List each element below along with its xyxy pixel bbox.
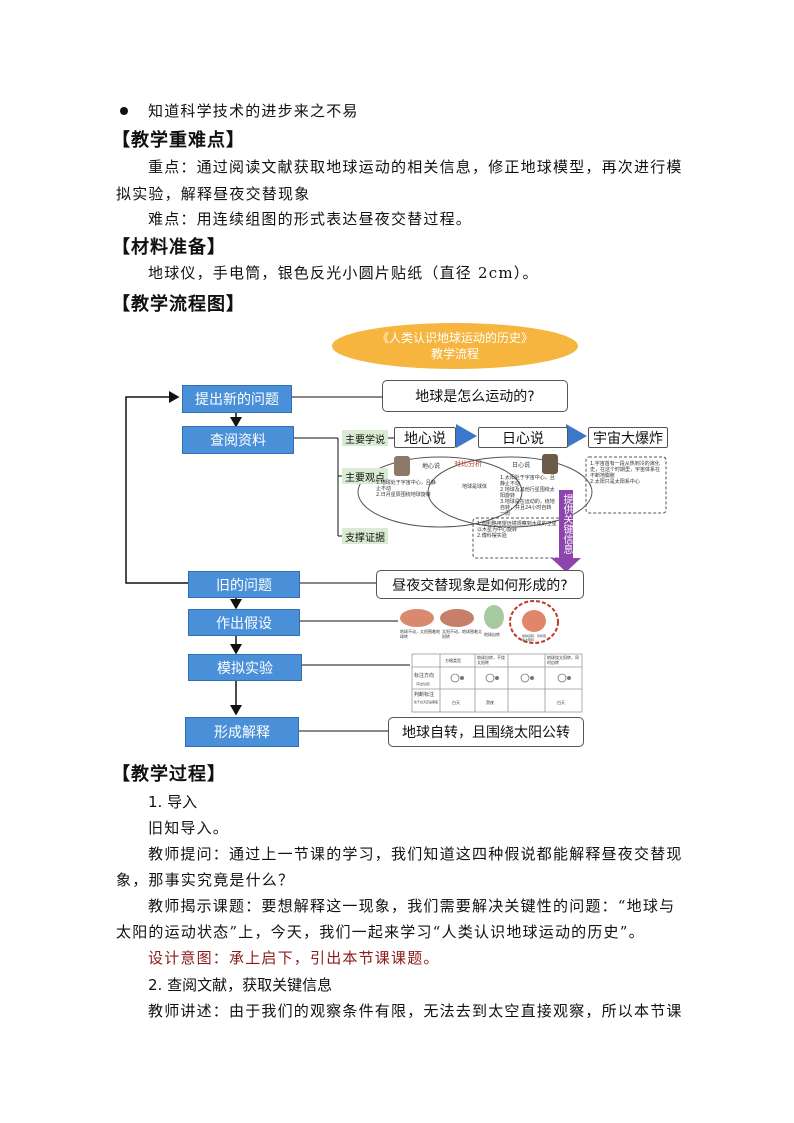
table-header-type: 方格类型 xyxy=(445,658,461,663)
venn-helio-points: 1.太阳处于宇宙中心，且静止不动 2.地球及其他行星围绕太阳旋转 3.地球是在运… xyxy=(500,475,555,517)
step-consult: 查阅资料 xyxy=(182,426,294,454)
objective-bullet-text: 知道科学技术的进步来之不易 xyxy=(148,102,359,120)
process-s1-r-line2: 太阳的运动状态”上，今天，我们一起来学习“人类认识地球运动的历史”。 xyxy=(116,923,645,941)
heliocentric-portrait xyxy=(542,454,558,474)
evidence-points: 1.伽利略用望远镜观察到木星的卫星以木星为中心旋转 2.傅科摆实验 xyxy=(477,521,557,539)
key-point-line1: 重点：通过阅读文献获取地球运动的相关信息，修正地球模型，再次进行模 xyxy=(148,158,683,176)
flowchart-title-oval: 《人类认识地球运动的历史》 教学流程 xyxy=(332,323,578,369)
process-s1-q-line2: 象，那事实究竟是什么？ xyxy=(116,871,295,889)
hypothesis-image-3 xyxy=(484,605,504,629)
venn-geo-points: 1.地球处于宇宙中心，且静止不动 2.日月星辰围绕地球旋转 xyxy=(376,480,436,498)
theory-heliocentric: 日心说 xyxy=(478,427,568,448)
venn-geo-label: 地心说 xyxy=(422,463,441,470)
process-s1-r-line1: 教师揭示课题：要想解释这一现象，我们需要解决关键性的问题：“地球与 xyxy=(148,897,676,915)
answer-how-moves: 地球是怎么运动的? xyxy=(382,380,568,412)
process-s2-line1: 教师讲述：由于我们的观察条件有限，无法去到太空直接观察，所以本节课 xyxy=(148,1002,683,1020)
table-row2-label: 判断标注 xyxy=(414,692,435,698)
difficulty-line: 难点：用连续组图的形式表达昼夜交替过程。 xyxy=(148,210,473,228)
process-s1-design: 设计意图：承上启下，引出本节课课题。 xyxy=(148,949,440,967)
materials-text: 地球仪，手电筒，银色反光小圆片贴纸（直径 2cm）。 xyxy=(148,264,539,282)
flowchart-title-line1: 《人类认识地球运动的历史》 xyxy=(376,331,533,345)
materials-heading: 【材料准备】 xyxy=(112,237,226,258)
key-info-label: 提供关键信息 xyxy=(561,494,572,554)
venn-shared: 地球是球体 xyxy=(462,484,488,490)
table-header-orbit: 地球绕太阳转，同时自转 xyxy=(547,655,579,665)
hypothesis-caption-1: 地球不动，太阳围着地球转 xyxy=(400,629,440,639)
answer-conclusion: 地球自转，且围绕太阳公转 xyxy=(388,717,584,747)
hypothesis-image-2 xyxy=(440,609,474,627)
venn-helio-label: 日心说 xyxy=(512,462,531,469)
label-main-view: 主要观点 xyxy=(342,468,388,484)
big-bang-points: 1.宇宙首有一段从热到冷的演化史，在这个时期里，宇宙体系在不断地膨胀 2.太阳只… xyxy=(590,461,661,485)
step-new-question: 提出新的问题 xyxy=(182,385,292,413)
hypothesis-image-4 xyxy=(522,610,546,632)
key-points-heading: 【教学重难点】 xyxy=(112,130,245,151)
process-s1-intro: 旧知导入。 xyxy=(148,819,230,837)
table-row1-sub: （写出位置） xyxy=(414,682,433,686)
theory-big-bang: 宇宙大爆炸 xyxy=(588,427,668,448)
table-row2-value-3: 白天 xyxy=(557,700,565,705)
flowchart: 《人类认识地球运动的历史》 教学流程 提出新的问题 查阅资料 旧的问题 作出假设… xyxy=(125,323,668,747)
flowchart-title-line2: 教学流程 xyxy=(430,347,479,361)
step-simulation: 模拟实验 xyxy=(188,654,302,681)
hypothesis-caption-2: 太阳不动，地球围着太阳转 xyxy=(442,629,482,639)
label-evidence: 支撑证据 xyxy=(342,528,388,544)
process-heading: 【教学过程】 xyxy=(112,764,226,785)
answer-day-night: 昼夜交替现象是如何形成的? xyxy=(376,570,584,599)
key-point-line2: 拟实验，解释昼夜交替现象 xyxy=(116,185,311,203)
table-row2-value-1: 白天 xyxy=(452,700,460,705)
hypothesis-caption-3: 地球自转 xyxy=(484,632,500,637)
table-row1-label: 标注方向 xyxy=(414,673,435,679)
step-hypothesis: 作出假设 xyxy=(188,609,300,636)
flowchart-connectors xyxy=(125,391,667,732)
venn-compare-label: 对比分析 xyxy=(454,460,482,468)
process-s2-title: 2. 查阅文献，获取关键信息 xyxy=(148,976,333,994)
flowchart-heading: 【教学流程图】 xyxy=(112,294,245,315)
step-old-question: 旧的问题 xyxy=(188,571,300,598)
hypothesis-image-1 xyxy=(400,609,434,627)
process-s1-title: 1. 导入 xyxy=(148,793,198,811)
process-s1-q-line1: 教师提问：通过上一节课的学习，我们知道这四种假说都能解释昼夜交替现 xyxy=(148,845,683,863)
table-header-rotate: 地球自转，不绕太阳转 xyxy=(477,655,505,665)
geocentric-portrait xyxy=(394,456,410,476)
table-row2-value-2: 黑夜 xyxy=(486,700,494,705)
label-main-theory: 主要学说 xyxy=(342,430,388,446)
theory-geocentric: 地心说 xyxy=(394,427,456,448)
hypothesis-caption-4: 地球自转，同时围着太阳转 xyxy=(522,634,547,642)
bullet-dot xyxy=(120,107,128,115)
table-row2-sub: 处于白天还是黑夜 xyxy=(414,700,439,704)
step-explanation: 形成解释 xyxy=(185,717,299,747)
